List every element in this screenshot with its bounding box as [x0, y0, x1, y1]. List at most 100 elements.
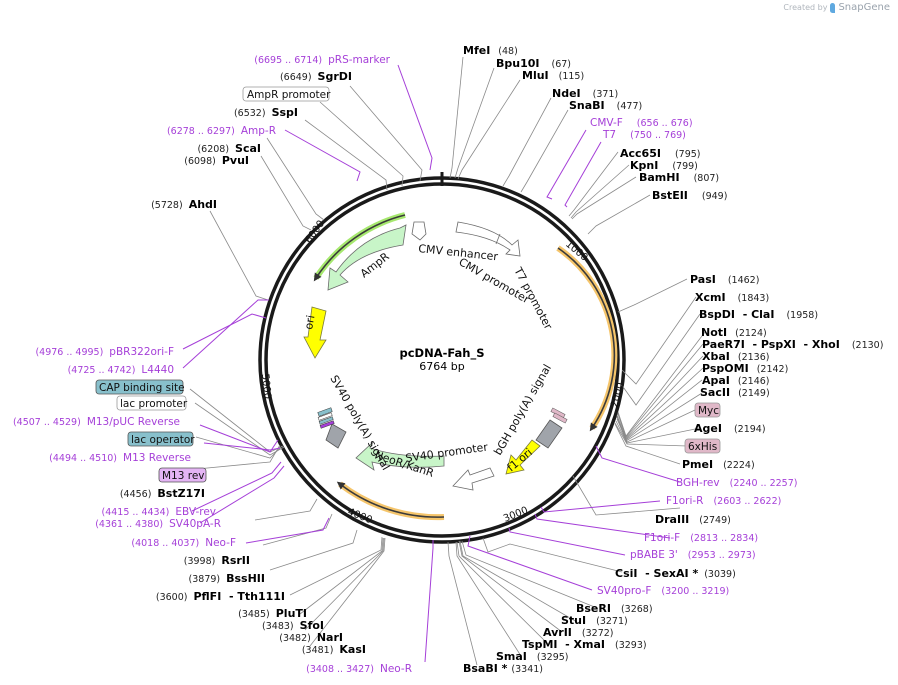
enzyme-label[interactable]: SfoI: [300, 619, 324, 632]
orf-neo: [336, 481, 445, 518]
primer-label[interactable]: EBV-rev: [175, 506, 216, 518]
enzyme-label[interactable]: AgeI: [694, 422, 722, 435]
enzyme-label[interactable]: BssHII: [226, 572, 265, 585]
enzyme-label[interactable]: BspDI - ClaI: [699, 308, 774, 321]
primer-label[interactable]: BGH-rev: [676, 477, 720, 489]
feature-label-m13-rev[interactable]: M13 rev: [158, 467, 207, 483]
label-cmv-enhancer: CMV enhancer: [418, 242, 499, 263]
enzyme-label[interactable]: SacII: [700, 386, 730, 399]
enzyme-label[interactable]: RsrII: [221, 554, 250, 567]
feature-label-6xhis[interactable]: 6xHis: [684, 438, 721, 454]
feature-label-myc[interactable]: Myc: [694, 402, 721, 418]
svg-text:XbaI(2136): XbaI(2136): [702, 350, 769, 363]
feature-sv40-polya[interactable]: [325, 423, 347, 449]
svg-text:Acc65I(795): Acc65I(795): [620, 147, 701, 160]
enzyme-label[interactable]: BsaBI *: [463, 662, 508, 675]
primer-label[interactable]: pBR322ori-F: [109, 346, 174, 358]
primer-label[interactable]: pBABE 3': [630, 549, 678, 561]
enzyme-label[interactable]: Acc65I: [620, 147, 661, 160]
primer-label[interactable]: M13/pUC Reverse: [87, 416, 180, 428]
feature-f1-ori[interactable]: [505, 439, 541, 475]
enzyme-label[interactable]: XcmI: [695, 291, 726, 304]
svg-text:TspMI - XmaI(3293): TspMI - XmaI(3293): [522, 638, 647, 651]
primer-label[interactable]: F1ori-F: [644, 532, 680, 544]
enzyme-label[interactable]: KasI: [339, 643, 366, 656]
enzyme-label[interactable]: MluI: [522, 69, 549, 82]
enzyme-label[interactable]: PvuI: [222, 154, 249, 167]
primer-label[interactable]: Neo-F: [205, 537, 236, 549]
svg-text:SnaBI(477): SnaBI(477): [569, 99, 642, 112]
enzyme-label[interactable]: BstEII: [652, 189, 688, 202]
enzyme-label[interactable]: PaeR7I - PspXI - XhoI: [702, 338, 840, 351]
feature-cmv-enhancer-promoter[interactable]: [455, 221, 521, 257]
feature-tags[interactable]: [550, 407, 568, 424]
enzyme-label[interactable]: KpnI: [630, 159, 658, 172]
primer-label[interactable]: F1ori-R: [666, 495, 703, 507]
enzyme-label[interactable]: PflFI - Tth111I: [193, 590, 285, 603]
primer-label[interactable]: Neo-R: [380, 663, 412, 675]
tick-5000: 5000: [259, 373, 273, 399]
enzyme-label[interactable]: PmeI: [682, 458, 713, 471]
primer-label[interactable]: SV40pA-R: [169, 518, 221, 530]
feature-lac-elements[interactable]: [317, 407, 335, 429]
primer-label[interactable]: M13 Reverse: [123, 452, 191, 464]
svg-text:ApaI(2146): ApaI(2146): [702, 374, 770, 387]
orf-ampr: [313, 214, 406, 282]
label-sv40-promoter: SV40 promoter: [405, 440, 490, 464]
enzyme-label[interactable]: SnaBI: [569, 99, 605, 112]
feature-label-lac-promoter[interactable]: lac promoter: [116, 395, 188, 411]
enzyme-label[interactable]: TspMI - XmaI: [522, 638, 605, 651]
primer-label[interactable]: SV40pro-F: [597, 585, 651, 597]
enzyme-label[interactable]: PspOMI: [702, 362, 749, 375]
plasmid-name: pcDNA-Fah_S: [399, 346, 484, 361]
enzyme-label[interactable]: SmaI: [496, 650, 527, 663]
leader-lines: [189, 56, 706, 666]
enzyme-label[interactable]: PasI: [690, 273, 716, 286]
enzyme-label[interactable]: MfeI: [463, 44, 490, 57]
enzyme-label[interactable]: PluTI: [276, 607, 307, 620]
feature-ampr-promoter[interactable]: [411, 221, 427, 241]
svg-text:(6098)PvuI: (6098)PvuI: [184, 154, 249, 167]
svg-text:(4976 .. 4995)pBR322ori-F: (4976 .. 4995)pBR322ori-F: [35, 346, 174, 358]
enzyme-label[interactable]: CsiI - SexAI *: [615, 567, 698, 580]
feature-bgh-polya[interactable]: [535, 419, 563, 449]
enzyme-label[interactable]: BamHI: [639, 171, 680, 184]
feature-label-lac-operator[interactable]: lac operator: [127, 431, 195, 447]
svg-text:T7(750 .. 769): T7(750 .. 769): [602, 129, 686, 141]
enzyme-label[interactable]: NarI: [317, 631, 343, 644]
svg-text:PaeR7I - PspXI - XhoI(2130): PaeR7I - PspXI - XhoI(2130): [702, 338, 883, 351]
enzyme-label[interactable]: NdeI: [552, 87, 581, 100]
feature-ampr[interactable]: [327, 224, 407, 291]
enzyme-label[interactable]: ScaI: [235, 142, 261, 155]
enzyme-label[interactable]: BstZ17I: [157, 487, 205, 500]
svg-text:AmpR promoter: AmpR promoter: [247, 89, 331, 101]
enzyme-label[interactable]: ApaI: [702, 374, 730, 387]
primer-label[interactable]: Amp-R: [241, 125, 276, 137]
svg-text:BseRI(3268): BseRI(3268): [576, 602, 653, 615]
svg-text:BamHI(807): BamHI(807): [639, 171, 719, 184]
feature-label-ampr-promoter[interactable]: AmpR promoter: [242, 86, 331, 102]
backbone: [258, 172, 626, 544]
enzyme-label[interactable]: NotI: [701, 326, 727, 339]
enzyme-label[interactable]: BseRI: [576, 602, 611, 615]
svg-text:(4361 .. 4380)SV40pA-R: (4361 .. 4380)SV40pA-R: [95, 518, 221, 530]
enzyme-label[interactable]: DraIII: [655, 513, 689, 526]
primer-label[interactable]: CMV-F: [590, 117, 623, 129]
enzyme-label[interactable]: XbaI: [702, 350, 730, 363]
primer-label[interactable]: L4440: [141, 364, 174, 376]
feature-label-cap-binding-site[interactable]: CAP binding site: [95, 379, 185, 395]
svg-text:(3483)SfoI: (3483)SfoI: [262, 619, 324, 632]
enzyme-label[interactable]: AhdI: [189, 198, 217, 211]
feature-neo[interactable]: [355, 441, 445, 471]
primer-label[interactable]: pRS-marker: [328, 54, 391, 66]
label-ori: ori: [302, 314, 317, 330]
feature-sv40-promoter[interactable]: [452, 467, 495, 491]
enzyme-label[interactable]: Bpu10I: [496, 57, 540, 70]
feature-ori[interactable]: [303, 306, 327, 359]
enzyme-label[interactable]: StuI: [561, 614, 586, 627]
enzyme-label[interactable]: SgrDI: [318, 70, 352, 83]
primer-label[interactable]: T7: [602, 129, 616, 141]
enzyme-label[interactable]: AvrII: [543, 626, 572, 639]
enzyme-label[interactable]: SspI: [272, 106, 298, 119]
